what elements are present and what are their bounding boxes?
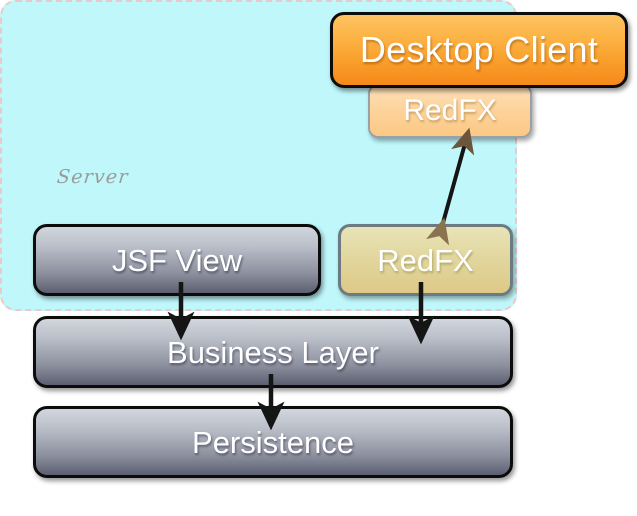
client-redfx-box[interactable]: RedFX	[368, 84, 532, 138]
desktop-client-label: Desktop Client	[359, 29, 599, 70]
jsf-view-box[interactable]: JSF View	[33, 224, 321, 296]
server-caption-label: Server	[55, 166, 130, 188]
business-layer-label: Business Layer	[167, 334, 379, 370]
server-redfx-box[interactable]: RedFX	[338, 224, 513, 296]
persistence-box[interactable]: Persistence	[33, 406, 513, 478]
persistence-label: Persistence	[192, 424, 354, 460]
business-layer-box[interactable]: Business Layer	[33, 316, 513, 388]
client-redfx-label: RedFX	[403, 94, 497, 127]
desktop-client-box[interactable]: Desktop Client	[330, 12, 628, 88]
jsf-view-label: JSF View	[111, 242, 243, 278]
server-redfx-label: RedFX	[377, 242, 474, 278]
